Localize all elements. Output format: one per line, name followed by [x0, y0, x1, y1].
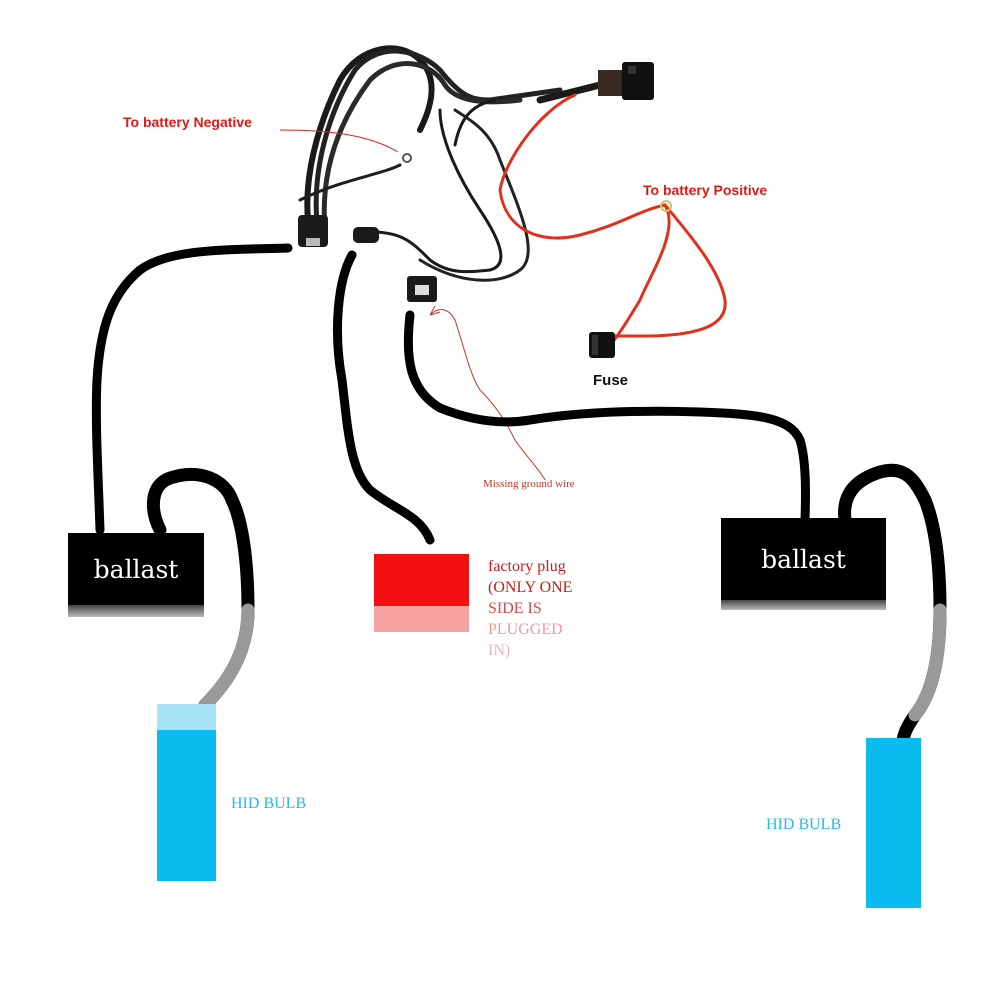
right-ballast-wire: [403, 310, 810, 525]
factory-plug-note: factory plug (ONLY ONE SIDE IS PLUGGED I…: [488, 556, 608, 661]
ballast-left: ballast: [68, 533, 204, 605]
negative-pointer-line: [279, 129, 399, 153]
fuse-holder-icon: [589, 332, 615, 358]
factory-plug-note-line: PLUGGED: [488, 621, 563, 638]
relay-harness: [298, 45, 604, 282]
connector-pins: [306, 238, 320, 246]
factory-plug-note-line: (ONLY ONE: [488, 579, 573, 596]
positive-ring-terminal: [660, 200, 672, 212]
positive-red-wire: [498, 93, 727, 347]
hid-bulb-left-cap: [157, 704, 216, 730]
ballast-right: ballast: [721, 518, 886, 600]
center-harness-connector: [353, 227, 379, 243]
ballast-right-fade: [721, 600, 886, 610]
fuse-label: Fuse: [593, 372, 629, 389]
factory-plug-icon: [374, 554, 469, 606]
relay-icon: [598, 62, 654, 100]
factory-plug-note-line: factory plug: [488, 558, 566, 575]
ballast-left-fade: [68, 605, 204, 617]
factory-plug-wire: [332, 250, 435, 545]
hid-bulb-left-label: HID BULB: [231, 795, 307, 812]
left-bulb-lead-fade: [198, 603, 255, 712]
battery-negative-label: To battery Negative: [123, 114, 252, 130]
factory-plug-note-line: IN): [488, 642, 511, 659]
negative-ring-terminal: [402, 153, 412, 163]
missing-ground-label: Missing ground wire: [483, 478, 575, 490]
connector-pins: [415, 285, 429, 295]
hid-bulb-right-label: HID BULB: [766, 816, 842, 833]
hid-bulb-left-icon: [157, 704, 216, 881]
missing-ground-pointer: [429, 309, 546, 481]
left-ballast-wire: [91, 243, 293, 535]
left-harness-connector: [298, 215, 328, 247]
factory-plug-note-line: SIDE IS: [488, 600, 542, 617]
factory-plug-fade: [374, 606, 469, 632]
hid-bulb-right-icon: [866, 738, 921, 908]
right-bulb-lead-fade: [908, 603, 947, 722]
battery-positive-label: To battery Positive: [643, 182, 768, 198]
